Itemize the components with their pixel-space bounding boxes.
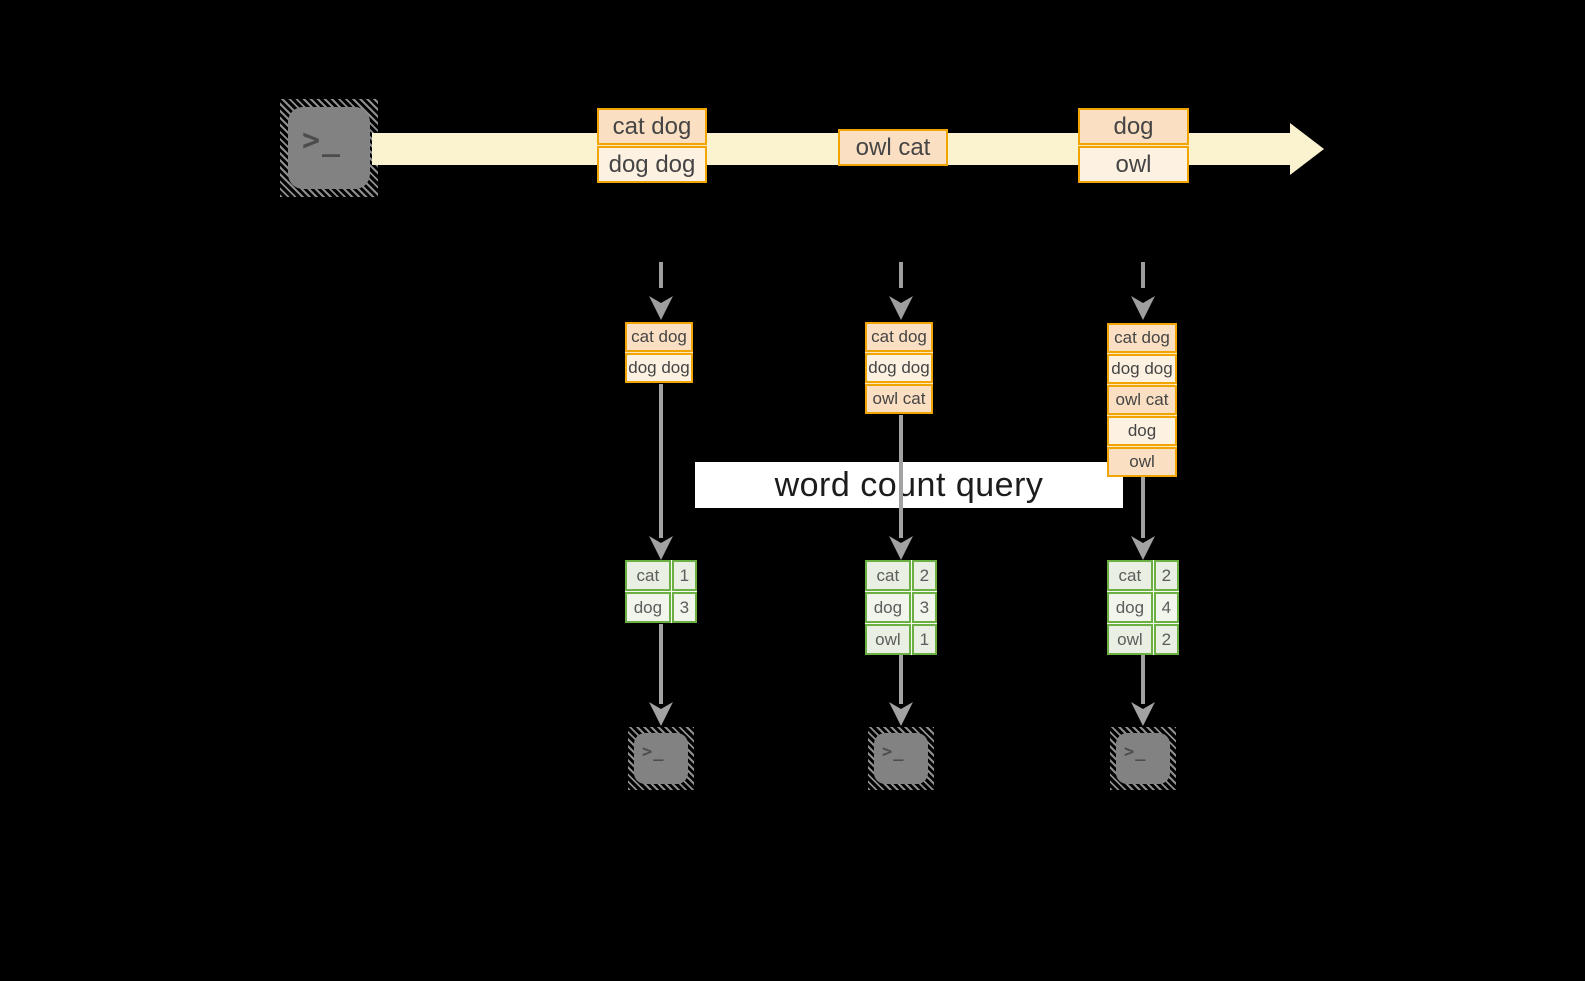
count-value-cell: 4 <box>1153 592 1179 623</box>
terminal-prompt-icon: >_ <box>642 742 665 762</box>
terminal-screen: >_ <box>634 733 688 784</box>
snapshot-row: dog dog <box>625 353 693 383</box>
query-banner: word count query <box>695 462 1123 508</box>
terminal-prompt-icon: >_ <box>1124 742 1147 762</box>
count-word-cell: owl <box>1107 624 1153 655</box>
terminal-screen: >_ <box>1116 733 1170 784</box>
snapshot-table-2: cat dog dog dog owl cat <box>865 322 933 414</box>
source-terminal-icon: >_ <box>280 99 378 197</box>
stream-record: dog <box>1078 108 1189 145</box>
sink-terminal-icon-3: >_ <box>1110 727 1176 790</box>
terminal-prompt-icon: >_ <box>882 742 905 762</box>
dashed-arrow-line <box>899 262 903 288</box>
down-arrowhead-icon <box>649 536 673 560</box>
down-arrowhead-icon <box>889 702 913 726</box>
down-arrowhead-icon <box>1131 536 1155 560</box>
terminal-screen: >_ <box>288 107 370 189</box>
stream-batch-1: cat dog dog dog <box>597 108 707 183</box>
sink-terminal-icon-2: >_ <box>868 727 934 790</box>
count-value-cell: 1 <box>671 560 697 591</box>
terminal-prompt-icon: >_ <box>302 123 343 158</box>
snapshot-row: dog dog <box>865 353 933 383</box>
dashed-arrow-line <box>1141 262 1145 288</box>
count-word-cell: dog <box>1107 592 1153 623</box>
stream-batch-2: owl cat <box>838 129 948 166</box>
connector-line <box>659 384 663 538</box>
sink-terminal-icon-1: >_ <box>628 727 694 790</box>
connector-line <box>899 655 903 704</box>
count-value-cell: 2 <box>1153 624 1179 655</box>
stream-record: owl cat <box>838 129 948 166</box>
snapshot-row: owl cat <box>1107 385 1177 415</box>
query-label: word count query <box>774 465 1044 504</box>
count-value-cell: 3 <box>671 592 697 623</box>
count-value-cell: 3 <box>911 592 937 623</box>
snapshot-row: owl <box>1107 447 1177 477</box>
stream-record: dog dog <box>597 146 707 183</box>
snapshot-row: dog dog <box>1107 354 1177 384</box>
connector-line <box>899 415 903 538</box>
terminal-screen: >_ <box>874 733 928 784</box>
down-arrowhead-icon <box>889 296 913 320</box>
count-value-cell: 1 <box>911 624 937 655</box>
count-word-cell: owl <box>865 624 911 655</box>
count-word-cell: cat <box>625 560 671 591</box>
snapshot-row: owl cat <box>865 384 933 414</box>
count-table-2: cat 2 dog 3 owl 1 <box>865 560 937 655</box>
count-table-3: cat 2 dog 4 owl 2 <box>1107 560 1179 655</box>
snapshot-row: dog <box>1107 416 1177 446</box>
down-arrowhead-icon <box>649 296 673 320</box>
count-table-1: cat 1 dog 3 <box>625 560 697 623</box>
dashed-arrow-line <box>659 262 663 288</box>
connector-line <box>1141 477 1145 538</box>
count-value-cell: 2 <box>1153 560 1179 591</box>
connector-line <box>659 624 663 704</box>
snapshot-row: cat dog <box>1107 323 1177 353</box>
count-word-cell: cat <box>1107 560 1153 591</box>
count-word-cell: dog <box>865 592 911 623</box>
snapshot-row: cat dog <box>865 322 933 352</box>
stream-record: owl <box>1078 146 1189 183</box>
count-word-cell: dog <box>625 592 671 623</box>
connector-line <box>1141 655 1145 704</box>
stream-arrowhead-icon <box>1290 123 1324 175</box>
down-arrowhead-icon <box>1131 702 1155 726</box>
snapshot-table-1: cat dog dog dog <box>625 322 693 383</box>
down-arrowhead-icon <box>649 702 673 726</box>
stream-batch-3: dog owl <box>1078 108 1189 183</box>
stream-record: cat dog <box>597 108 707 145</box>
snapshot-table-3: cat dog dog dog owl cat dog owl <box>1107 323 1177 477</box>
down-arrowhead-icon <box>889 536 913 560</box>
count-word-cell: cat <box>865 560 911 591</box>
snapshot-row: cat dog <box>625 322 693 352</box>
down-arrowhead-icon <box>1131 296 1155 320</box>
count-value-cell: 2 <box>911 560 937 591</box>
